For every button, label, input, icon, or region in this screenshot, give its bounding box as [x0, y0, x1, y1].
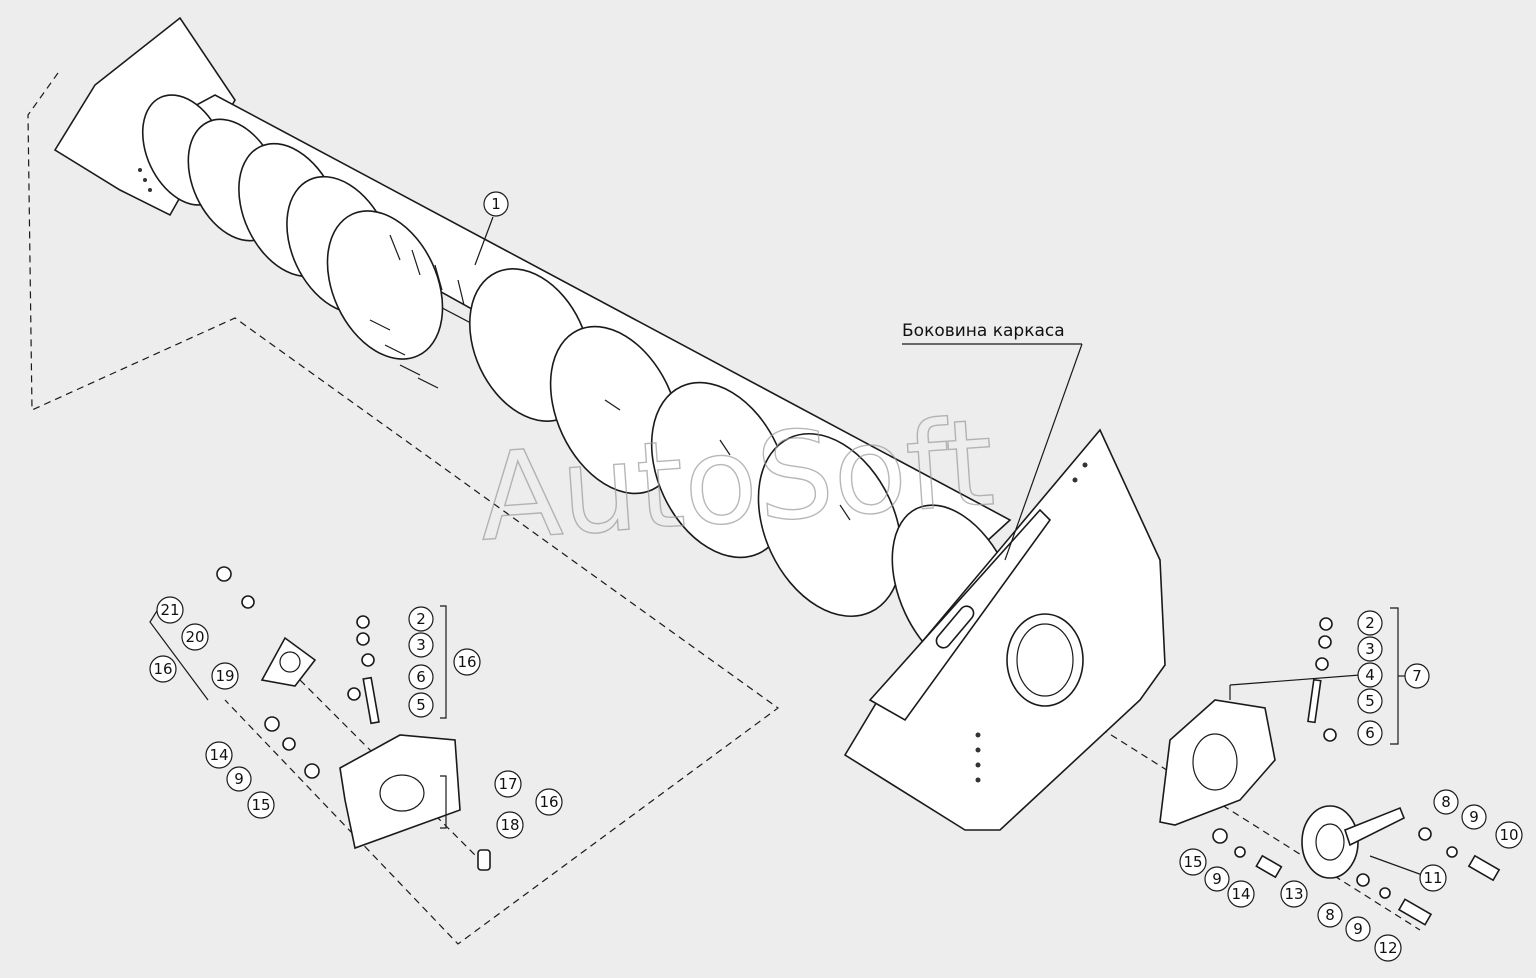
callout-1: 1 — [483, 191, 509, 217]
callout-6: 6 — [1357, 720, 1383, 746]
svg-text:18: 18 — [500, 816, 519, 834]
svg-text:13: 13 — [1284, 885, 1303, 903]
svg-text:4: 4 — [1365, 666, 1375, 684]
callout-18: 18 — [496, 811, 524, 839]
svg-text:11: 11 — [1423, 869, 1442, 887]
callout-2: 2 — [408, 606, 434, 632]
svg-text:16: 16 — [153, 660, 172, 678]
svg-text:9: 9 — [234, 770, 244, 788]
frame-side-label-text: Боковина каркаса — [902, 321, 1065, 341]
callout-15: 15 — [1179, 848, 1207, 876]
svg-text:2: 2 — [416, 610, 426, 628]
leader-lines — [149, 216, 1405, 829]
callout-5: 5 — [408, 692, 434, 718]
callout-9: 9 — [1461, 804, 1487, 830]
callout-13: 13 — [1280, 880, 1308, 908]
svg-text:16: 16 — [457, 653, 476, 671]
callout-9: 9 — [1345, 916, 1371, 942]
svg-text:9: 9 — [1212, 870, 1222, 888]
svg-text:14: 14 — [1231, 885, 1250, 903]
svg-text:9: 9 — [1469, 808, 1479, 826]
callout-12: 12 — [1374, 934, 1402, 962]
callout-9: 9 — [226, 766, 252, 792]
svg-text:1: 1 — [491, 195, 501, 213]
side-frame — [843, 428, 1166, 831]
callout-4: 4 — [1357, 662, 1383, 688]
callout-7: 7 — [1404, 663, 1430, 689]
callout-14: 14 — [1227, 880, 1255, 908]
svg-text:7: 7 — [1412, 667, 1422, 685]
callout-21: 21 — [156, 596, 184, 624]
callout-20: 20 — [181, 623, 209, 651]
svg-text:5: 5 — [416, 696, 426, 714]
callout-11: 11 — [1419, 864, 1447, 892]
svg-text:9: 9 — [1353, 920, 1363, 938]
frame-side-label: Боковина каркаса — [902, 321, 1083, 561]
callout-17: 17 — [494, 770, 522, 798]
callout-14: 14 — [205, 741, 233, 769]
callout-19: 19 — [211, 662, 239, 690]
svg-text:12: 12 — [1378, 939, 1397, 957]
callouts: 1 2 3 6 5 16 21 20 16 19 14 9 15 17 16 1… — [149, 191, 1523, 962]
callout-5: 5 — [1357, 688, 1383, 714]
svg-text:16: 16 — [539, 793, 558, 811]
svg-text:15: 15 — [1183, 853, 1202, 871]
svg-text:21: 21 — [160, 601, 179, 619]
right-bearing-parts — [1159, 617, 1501, 926]
svg-text:5: 5 — [1365, 692, 1375, 710]
callout-8: 8 — [1317, 902, 1343, 928]
callout-8: 8 — [1433, 789, 1459, 815]
svg-text:8: 8 — [1325, 906, 1335, 924]
svg-text:6: 6 — [416, 668, 426, 686]
auger-flights — [141, 94, 1019, 676]
svg-text:3: 3 — [1365, 640, 1375, 658]
callout-10: 10 — [1495, 821, 1523, 849]
svg-text:10: 10 — [1499, 826, 1518, 844]
callout-16: 16 — [535, 788, 563, 816]
callout-2: 2 — [1357, 610, 1383, 636]
callout-9: 9 — [1204, 866, 1230, 892]
callout-16: 16 — [149, 655, 177, 683]
callout-6: 6 — [408, 664, 434, 690]
svg-text:8: 8 — [1441, 793, 1451, 811]
dashed-outline-left — [27, 72, 780, 945]
callout-16: 16 — [453, 648, 481, 676]
dashed-assembly-line-left — [299, 679, 481, 861]
svg-text:3: 3 — [416, 636, 426, 654]
svg-text:2: 2 — [1365, 614, 1375, 632]
svg-text:14: 14 — [209, 746, 228, 764]
auger-fingers — [369, 234, 851, 521]
svg-text:17: 17 — [498, 775, 517, 793]
svg-text:15: 15 — [251, 796, 270, 814]
callout-3: 3 — [408, 632, 434, 658]
callout-15: 15 — [247, 791, 275, 819]
svg-text:19: 19 — [215, 667, 234, 685]
left-bearing-parts — [216, 566, 491, 871]
svg-text:20: 20 — [185, 628, 204, 646]
svg-text:6: 6 — [1365, 724, 1375, 742]
callout-3: 3 — [1357, 636, 1383, 662]
